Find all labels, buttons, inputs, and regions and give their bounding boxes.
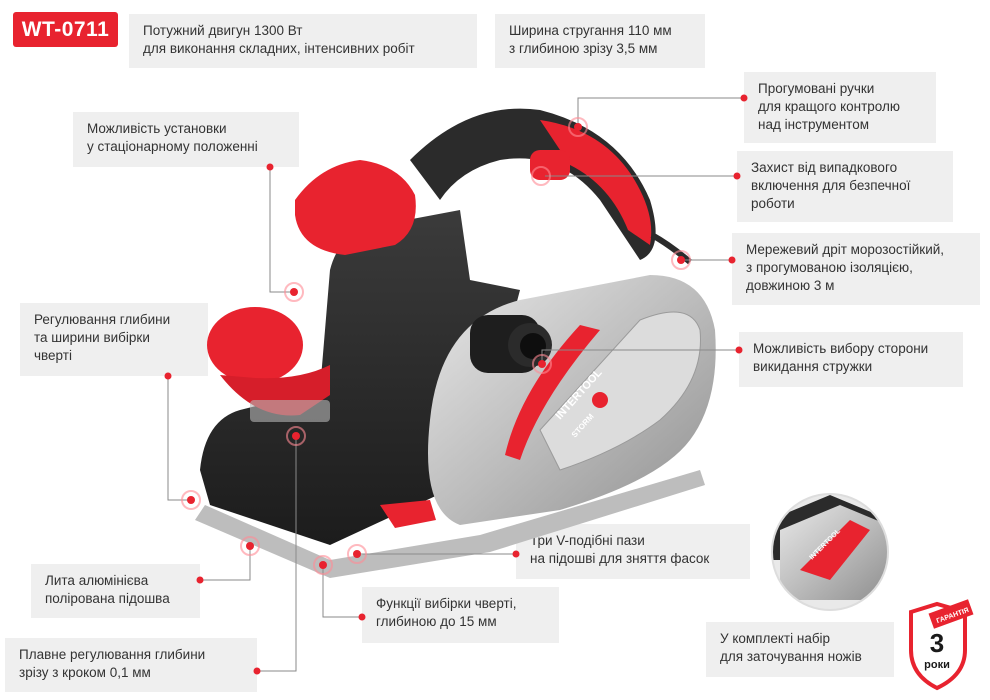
warranty-unit: роки [924, 659, 950, 671]
callout-handles: Прогумовані ручки для кращого контролю н… [744, 72, 936, 143]
callout-safety: Захист від випадкового включення для без… [737, 151, 953, 222]
callout-width: Ширина стругання 110 мм з глибиною зрізу… [495, 14, 705, 68]
callout-motor: Потужний двигун 1300 Вт для виконання ск… [129, 14, 477, 68]
depth-knob [207, 307, 303, 383]
warranty-number: 3 [930, 628, 944, 658]
callout-depth-rebate: Регулювання глибини та ширини вибірки чв… [20, 303, 208, 376]
warranty-badge: ГАРАНТІЯ 3 роки [909, 599, 974, 691]
callout-sole: Лита алюмінієва полірована підошва [31, 564, 200, 618]
callout-fine-adjust: Плавне регулювання глибини зрізу з кроко… [5, 638, 257, 692]
rebate-lever [380, 500, 436, 528]
callout-blade-kit: У комплекті набір для заточування ножів [706, 622, 894, 677]
callout-stationary: Можливість установки у стаціонарному пол… [73, 112, 299, 167]
callout-grooves: Три V-подібні пази на підошві для зняття… [516, 524, 750, 579]
front-knob [295, 160, 416, 255]
sole-plate [195, 470, 705, 578]
callout-rebate: Функції вибірки чверті, глибиною до 15 м… [362, 587, 559, 643]
blade-kit-zoom: INTERTOOL [771, 493, 889, 611]
handle-grip [540, 120, 652, 245]
callout-chips: Можливість вибору сторони викидання стру… [739, 332, 963, 387]
power-cable [650, 232, 692, 265]
model-badge: WT-0711 [13, 12, 118, 47]
callout-cable: Мережевий дріт морозостійкий, з прогумов… [732, 233, 980, 305]
marker-dots [164, 94, 748, 675]
